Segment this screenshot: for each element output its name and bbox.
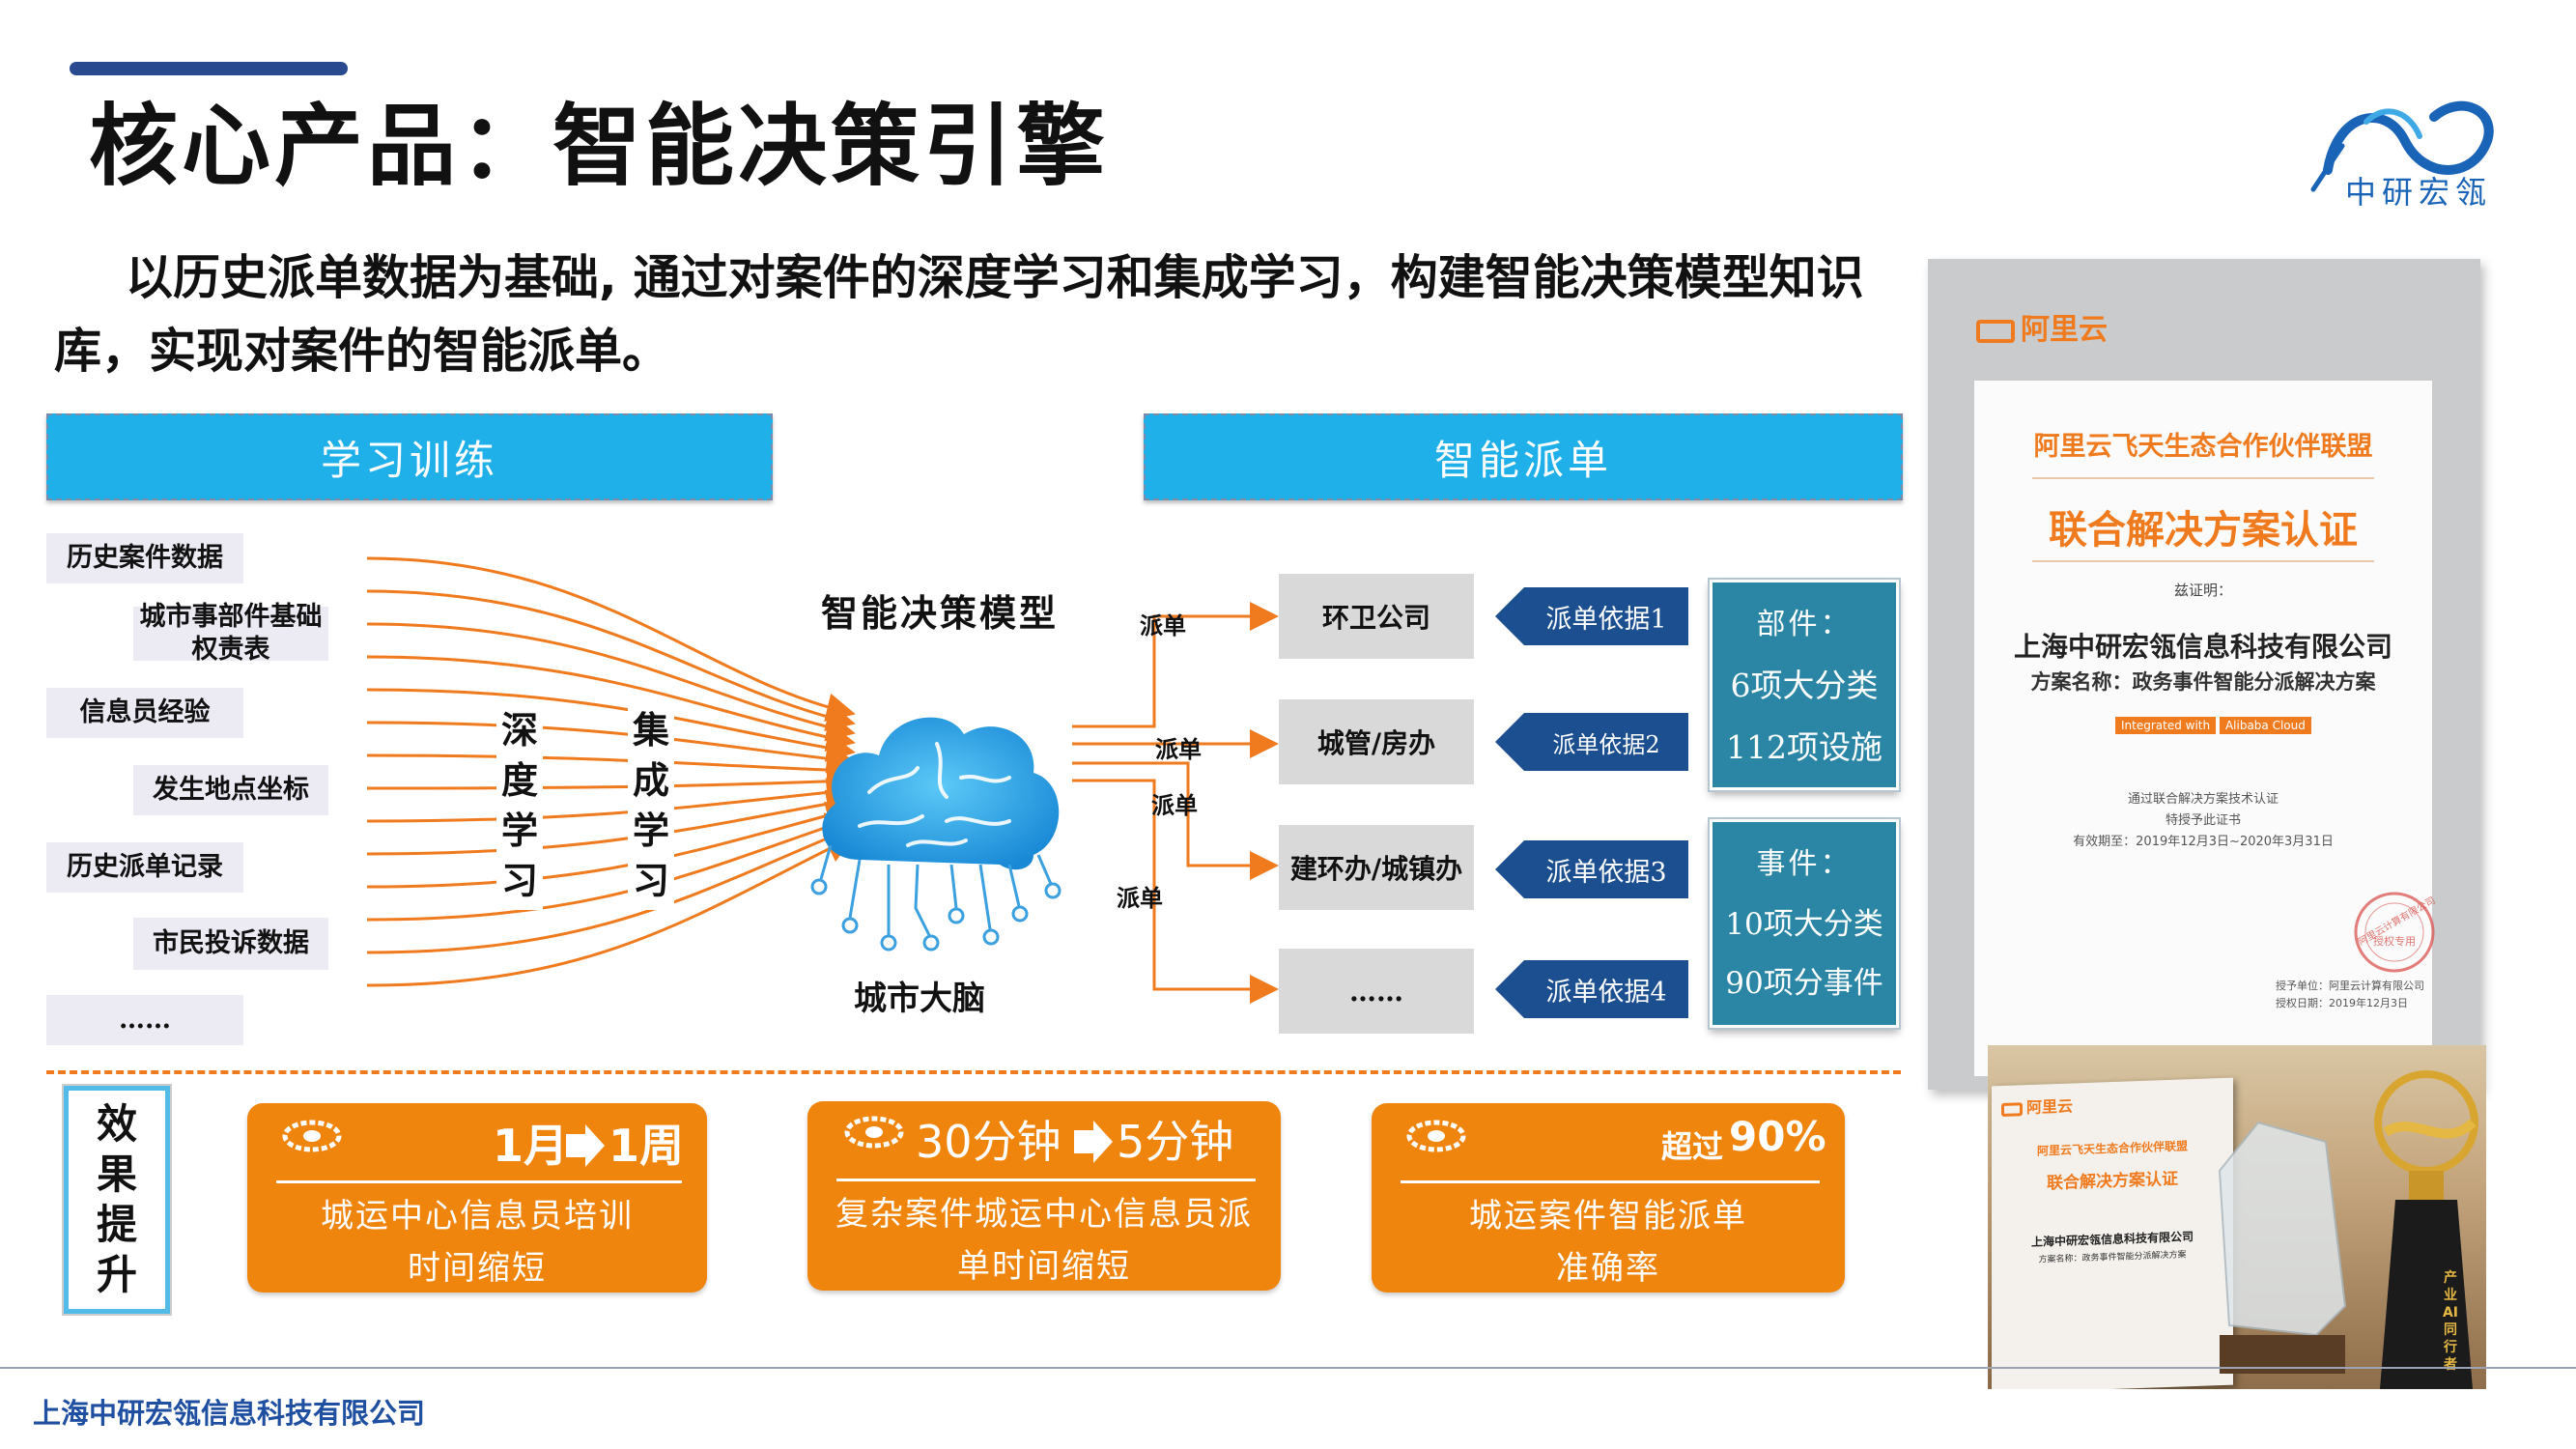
page-title: 核心产品：智能决策引擎 — [89, 95, 1110, 198]
metric-rule — [836, 1179, 1256, 1181]
input-item: 信息员经验 — [46, 688, 243, 738]
events-panel-line1: 10项大分类 — [1725, 907, 1883, 942]
cert-brand: 阿里云 — [1976, 305, 2108, 348]
effect-label: 效果提升 — [96, 1100, 137, 1298]
learning-label-deep: 深度学习 — [496, 701, 543, 910]
basis-arrow-shape — [1495, 840, 1688, 898]
city-brain-icon — [810, 717, 1062, 952]
title-accent-bar — [70, 62, 348, 75]
metric-from: 1月 — [493, 1120, 569, 1172]
parts-panel-title: 部件： — [1756, 608, 1853, 641]
metric-prefix: 超过 — [1661, 1128, 1724, 1165]
model-title: 智能决策模型 — [821, 591, 1060, 635]
logo-infinity-icon — [2310, 100, 2494, 192]
metric-from: 30分钟 — [916, 1116, 1062, 1168]
input-item: 发生地点坐标 — [133, 765, 328, 815]
destination-box: 建环办/城镇办 — [1279, 825, 1474, 910]
effect-label-box: 效果提升 — [64, 1086, 170, 1314]
dispatch-basis-tag: 派单依据2 — [1495, 713, 1688, 771]
metric-rule — [1401, 1180, 1820, 1183]
metric-description: 城运中心信息员培训 时间缩短 — [321, 1197, 634, 1288]
basis-arrow-shape — [1495, 960, 1688, 1018]
input-item: 城市事部件基础权责表 — [133, 602, 328, 665]
events-panel-line2: 90项分事件 — [1725, 966, 1883, 1001]
metric-card-accuracy: 超过 90% 城运案件智能派单 准确率 — [1372, 1103, 1845, 1293]
dispatch-label: 派单 — [1155, 735, 1202, 763]
dispatch-label: 派单 — [1117, 884, 1163, 912]
events-info-panel: 事件： 10项大分类 90项分事件 — [1710, 819, 1899, 1028]
input-item: 历史案件数据 — [46, 533, 243, 583]
award-photo: 阿里云 阿里云飞天生态合作伙伴联盟 联合解决方案认证 上海中研宏瓴信息科技有限公… — [1988, 1045, 2486, 1389]
crystal-trophy-icon — [2218, 1121, 2347, 1374]
metric-to: 5分钟 — [1117, 1116, 1234, 1168]
section-header-training: 学习训练 — [46, 413, 773, 500]
right-arrow-icon — [1074, 1121, 1113, 1163]
input-item: 历史派单记录 — [46, 842, 243, 893]
photo-certificate-frame: 阿里云 阿里云飞天生态合作伙伴联盟 联合解决方案认证 上海中研宏瓴信息科技有限公… — [1992, 1077, 2233, 1389]
intro-paragraph: 以历史派单数据为基础, 通过对案件的深度学习和集成学习，构建智能决策模型知识库，… — [54, 250, 1864, 379]
basis-arrow-shape — [1495, 713, 1688, 771]
dispatch-basis-tag: 派单依据3 — [1495, 840, 1688, 898]
aliyun-logo-icon — [1976, 319, 2015, 343]
destination-box: 城管/房办 — [1279, 699, 1474, 784]
certificate-paper: 阿里云飞天生态合作伙伴联盟 联合解决方案认证 兹证明： 上海中研宏瓴信息科技有限… — [1974, 381, 2437, 1076]
dispatch-label: 派单 — [1140, 611, 1186, 639]
parts-panel-line2: 112项设施 — [1726, 728, 1882, 766]
metric-card-training: 1月 1周 城运中心信息员培训 时间缩短 — [247, 1103, 707, 1293]
metric-to: 1周 — [609, 1120, 685, 1172]
section-header-dispatch: 智能派单 — [1144, 413, 1903, 500]
destination-box: 环卫公司 — [1279, 574, 1474, 659]
destination-box: …… — [1279, 949, 1474, 1034]
gold-trophy-icon — [2374, 1070, 2478, 1389]
right-arrow-icon — [566, 1124, 605, 1167]
aliyun-logo-icon — [2001, 1101, 2023, 1117]
section-divider — [46, 1070, 1901, 1074]
metric-card-dispatch-time: 30分钟 5分钟 复杂案件城运中心信息员派 单时间缩短 — [807, 1101, 1281, 1291]
dispatch-basis-tag: 派单依据1 — [1495, 587, 1688, 645]
metric-description: 城运案件智能派单 准确率 — [1469, 1197, 1747, 1288]
logo-text: 中研宏瓴 — [2345, 174, 2493, 211]
metric-rule — [276, 1180, 682, 1183]
city-brain-label: 城市大脑 — [854, 980, 985, 1018]
gear-icon — [1406, 1120, 1466, 1152]
input-item: …… — [46, 995, 243, 1045]
dispatch-basis-tag: 派单依据4 — [1495, 960, 1688, 1018]
metric-value: 90% — [1729, 1113, 1826, 1160]
events-panel-title: 事件： — [1756, 847, 1853, 881]
footer-divider — [0, 1367, 2576, 1369]
basis-arrow-shape — [1495, 587, 1688, 645]
company-logo: 中研宏瓴 — [2299, 93, 2511, 211]
footer-company-name: 上海中研宏瓴信息科技有限公司 — [33, 1397, 426, 1430]
gear-icon — [282, 1120, 342, 1152]
metric-description: 复杂案件城运中心信息员派 单时间缩短 — [835, 1195, 1253, 1286]
dispatch-label: 派单 — [1151, 791, 1198, 819]
certificate-image: 阿里云 阿里云飞天生态合作伙伴联盟 联合解决方案认证 兹证明： 上海中研宏瓴信息… — [1928, 259, 2480, 1090]
cert-seal-icon — [2354, 892, 2435, 973]
learning-label-ensemble: 集成学习 — [628, 701, 674, 910]
input-item: 市民投诉数据 — [133, 918, 328, 970]
parts-info-panel: 部件： 6项大分类 112项设施 — [1710, 580, 1899, 790]
parts-panel-line1: 6项大分类 — [1730, 667, 1879, 704]
gear-icon — [844, 1116, 904, 1149]
